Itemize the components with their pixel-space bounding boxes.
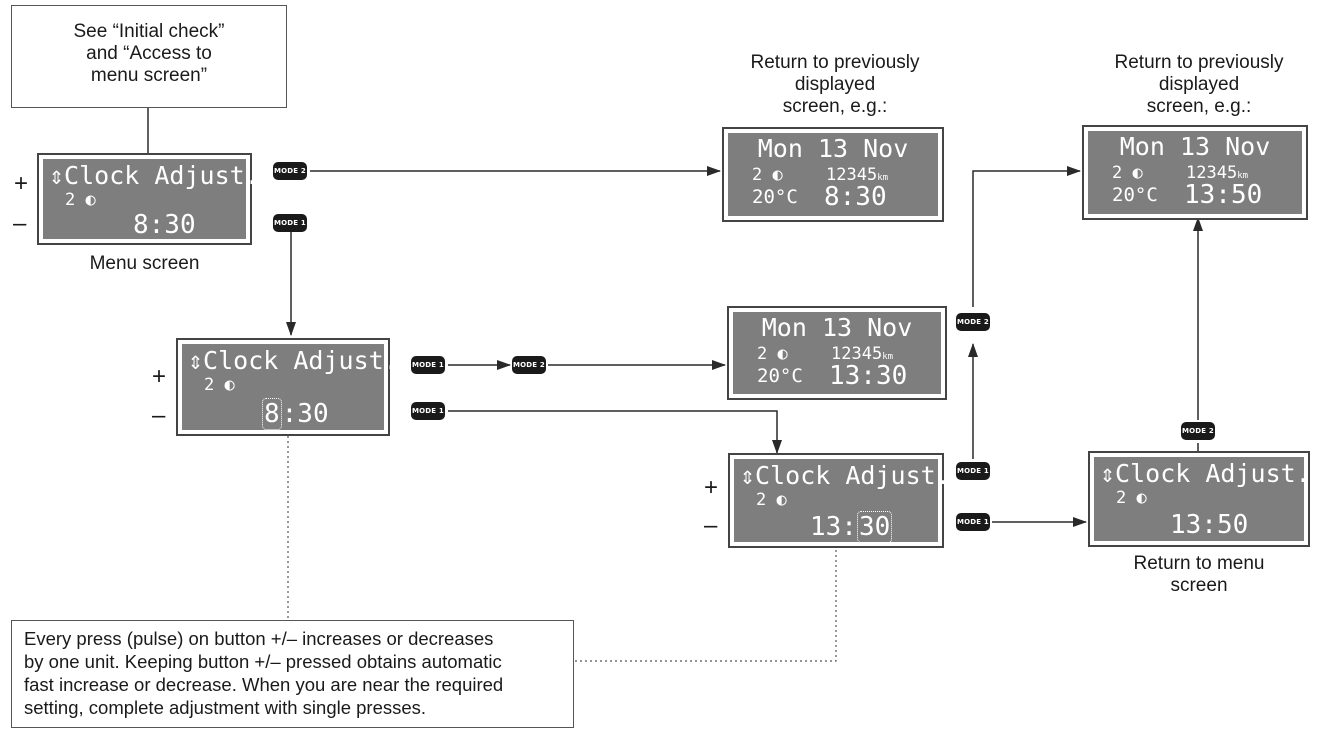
adjust-minutes-screen: ⇕Clock Adjust. 2 ◐ 13:30 <box>728 453 951 548</box>
instruction-line: setting, complete adjustment with single… <box>24 697 427 718</box>
lcd-display: Mon 13 Nov 2 ◐ 12345km 20°C 8:30 <box>728 133 938 216</box>
mode1-button[interactable]: MODE 1 <box>956 462 990 480</box>
plus-sign[interactable]: + <box>704 474 719 501</box>
lcd-display: ⇕Clock Adjust. 2 ◐ 8:30 <box>43 159 260 240</box>
menu-screen: ⇕Clock Adjust. 2 ◐ 8:30 <box>37 153 260 245</box>
initial-check-note: See “Initial check” and “Access to menu … <box>11 5 287 108</box>
lcd-gear: 2 ◐ <box>1112 163 1143 183</box>
note-line: and “Access to <box>86 43 212 64</box>
odometer-value: 12345 <box>1186 163 1238 183</box>
mode2-button[interactable]: MODE 2 <box>512 356 546 374</box>
display-screen-c: Mon 13 Nov 2 ◐ 12345km 20°C 13:50 <box>1082 125 1308 220</box>
minus-sign[interactable]: – <box>152 402 166 429</box>
lcd-time: 8:30 <box>262 398 329 430</box>
return-menu-caption: Return to menu screen <box>1088 553 1310 597</box>
arrow-to-adjust-min <box>448 410 782 454</box>
lcd-date: Mon 13 Nov <box>761 313 913 342</box>
plus-sign[interactable]: + <box>14 170 29 197</box>
instruction-note: Every press (pulse) on button +/– increa… <box>11 620 574 728</box>
lcd-time: 8:30 <box>133 210 196 240</box>
lcd-temperature: 20°C <box>752 186 798 208</box>
lcd-line-1: ⇕Clock Adjust. <box>49 161 260 190</box>
instruction-line: Every press (pulse) on button +/– increa… <box>24 628 494 649</box>
plus-sign[interactable]: + <box>152 363 167 390</box>
caption-line: screen, e.g.: <box>1146 96 1252 117</box>
odometer-value: 12345 <box>831 344 883 364</box>
minutes-field: :30 <box>281 399 329 429</box>
lcd-gear: 2 ◐ <box>752 165 783 185</box>
mode2-button[interactable]: MODE 2 <box>273 162 307 180</box>
caption-line: screen <box>1170 575 1228 596</box>
odometer-value: 12345 <box>826 165 878 185</box>
lcd-odometer: 12345km <box>831 345 893 366</box>
caption-line: Return to previously <box>750 52 920 73</box>
note-line: See “Initial check” <box>73 21 225 42</box>
hour-field-highlight[interactable]: 8 <box>262 398 282 430</box>
lcd-odometer: 12345km <box>826 166 888 187</box>
return-prev-caption-2: Return to previously displayed screen, e… <box>1074 52 1318 118</box>
lcd-temperature: 20°C <box>757 365 803 387</box>
lcd-line-2: 2 ◐ <box>756 490 787 510</box>
instruction-line: by one unit. Keeping button +/– pressed … <box>24 651 502 672</box>
minutes-field-highlight[interactable]: 30 <box>856 511 893 543</box>
lcd-time: 8:30 <box>824 182 887 212</box>
odometer-unit: km <box>877 173 889 183</box>
lcd-display: ⇕Clock Adjust. 2 ◐ 13:50 <box>1094 457 1311 541</box>
minus-sign[interactable]: – <box>13 210 27 237</box>
display-screen-a: Mon 13 Nov 2 ◐ 12345km 20°C 8:30 <box>722 127 944 222</box>
lcd-line-1: ⇕Clock Adjust. <box>740 461 951 490</box>
arrow-to-display-c <box>972 166 1081 307</box>
lcd-line-2: 2 ◐ <box>1116 488 1147 508</box>
return-prev-caption-1: Return to previously displayed screen, e… <box>710 52 960 118</box>
mode2-button[interactable]: MODE 2 <box>1181 422 1215 440</box>
instruction-line: fast increase or decrease. When you are … <box>24 674 504 695</box>
caption-line: Return to menu <box>1133 553 1265 574</box>
lcd-time: 13:30 <box>829 361 908 391</box>
lcd-date: Mon 13 Nov <box>1119 132 1271 161</box>
caption-line: screen, e.g.: <box>782 96 888 117</box>
lcd-display: ⇕Clock Adjust. 2 ◐ 13:30 <box>734 459 951 543</box>
dotted-min-to-note <box>574 545 837 662</box>
hour-field: 13: <box>810 512 857 542</box>
menu-screen-caption: Menu screen <box>89 253 200 274</box>
display-screen-b: Mon 13 Nov 2 ◐ 12345km 20°C 13:30 <box>727 306 947 400</box>
caption-line: Return to previously <box>1114 52 1284 73</box>
lcd-display: ⇕Clock Adjust. 2 ◐ 8:30 <box>182 344 399 430</box>
caption-line: displayed <box>1158 74 1240 95</box>
lcd-time: 13:50 <box>1170 510 1249 540</box>
mode1-button[interactable]: MODE 1 <box>411 402 445 420</box>
note-line: menu screen” <box>90 65 208 86</box>
lcd-temperature: 20°C <box>1112 184 1158 206</box>
mode1-button[interactable]: MODE 1 <box>956 513 990 531</box>
mode1-button[interactable]: MODE 1 <box>411 356 445 374</box>
lcd-line-2: 2 ◐ <box>65 190 96 210</box>
mode1-button[interactable]: MODE 1 <box>273 214 307 232</box>
mode2-button[interactable]: MODE 2 <box>956 313 990 331</box>
lcd-line-2: 2 ◐ <box>204 375 235 395</box>
menu-final-screen: ⇕Clock Adjust. 2 ◐ 13:50 <box>1088 451 1311 547</box>
lcd-display: Mon 13 Nov 2 ◐ 12345km 20°C 13:50 <box>1088 131 1302 214</box>
caption-line: displayed <box>794 74 876 95</box>
adjust-hour-screen: ⇕Clock Adjust. 2 ◐ 8:30 <box>176 338 399 436</box>
lcd-line-1: ⇕Clock Adjust. <box>188 346 399 375</box>
odometer-unit: km <box>1237 171 1249 181</box>
lcd-display: Mon 13 Nov 2 ◐ 12345km 20°C 13:30 <box>733 312 941 394</box>
lcd-odometer: 12345km <box>1186 164 1248 185</box>
lcd-gear: 2 ◐ <box>757 344 788 364</box>
odometer-unit: km <box>882 352 894 362</box>
lcd-date: Mon 13 Nov <box>757 134 909 163</box>
minus-sign[interactable]: – <box>704 512 718 539</box>
lcd-time: 13:50 <box>1184 180 1263 210</box>
lcd-line-1: ⇕Clock Adjust. <box>1100 459 1311 488</box>
lcd-time: 13:30 <box>810 511 893 543</box>
